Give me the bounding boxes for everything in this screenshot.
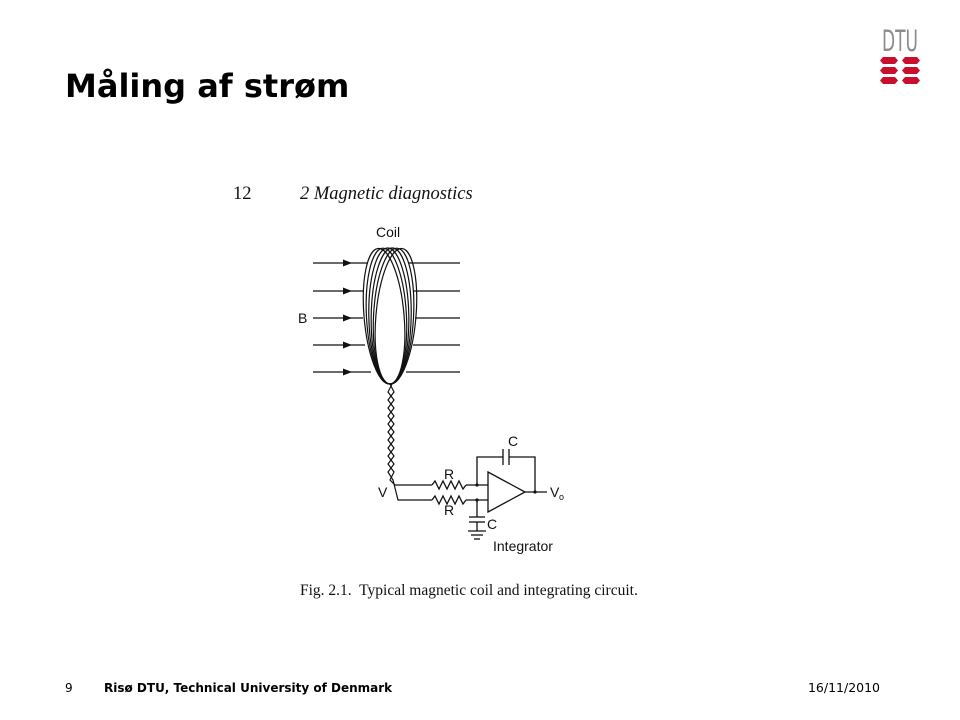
output-voltage-label: V — [550, 484, 560, 500]
magnetic-field-lines — [313, 262, 460, 373]
figure-page-number: 12 — [233, 184, 252, 204]
logo-stripe — [902, 77, 920, 84]
junction-dots — [475, 483, 537, 502]
footer-organization: Risø DTU, Technical University of Denmar… — [104, 681, 393, 695]
arrowhead-icon — [343, 341, 352, 349]
resistor-bottom-symbol — [431, 494, 467, 506]
lead-wire-bottom — [387, 383, 432, 501]
wire-feedback-right — [509, 456, 536, 492]
feedback-capacitor-label: C — [508, 433, 518, 449]
coil-winding — [365, 247, 408, 385]
ground-capacitor-label: C — [487, 516, 497, 532]
op-amp-symbol — [487, 470, 527, 514]
resistor-top-symbol — [431, 479, 467, 491]
junction-dot — [533, 490, 537, 494]
resistor-top-label: R — [444, 466, 454, 482]
field-label: B — [298, 310, 307, 326]
logo-stripe — [880, 77, 898, 84]
logo-stripe — [902, 57, 920, 64]
junction-dot — [475, 498, 479, 502]
figure-caption: Fig. 2.1. Typical magnetic coil and inte… — [300, 582, 638, 599]
logo-wordmark: DTU — [882, 24, 918, 58]
integrator-circuit — [431, 449, 547, 540]
figure-running-head: 2 Magnetic diagnostics — [300, 184, 473, 204]
integrator-label: Integrator — [493, 538, 553, 554]
slide-title: Måling af strøm — [65, 67, 350, 105]
input-voltage-label: V — [378, 484, 388, 500]
coil-winding — [372, 247, 415, 385]
twisted-pair-leads — [387, 383, 432, 501]
logo-stripe — [880, 67, 898, 74]
output-voltage-subscript: o — [559, 492, 564, 502]
dtu-logo: DTU — [880, 24, 920, 84]
arrowhead-icon — [343, 259, 352, 267]
arrowhead-icon — [343, 368, 352, 376]
logo-stripe — [902, 67, 920, 74]
coil-label: Coil — [376, 224, 400, 240]
field-arrowheads — [343, 259, 352, 376]
junction-dot — [475, 483, 479, 487]
logo-symbol-icon — [880, 57, 920, 84]
wire-feedback-left — [476, 456, 503, 485]
arrowhead-icon — [343, 287, 352, 295]
arrowhead-icon — [343, 314, 352, 322]
logo-stripe — [880, 57, 898, 64]
footer-date: 16/11/2010 — [807, 680, 880, 695]
footer-page-number: 9 — [65, 681, 73, 695]
coil-windings — [362, 247, 418, 385]
resistor-bottom-label: R — [444, 502, 454, 518]
lead-wire-top — [387, 383, 432, 486]
